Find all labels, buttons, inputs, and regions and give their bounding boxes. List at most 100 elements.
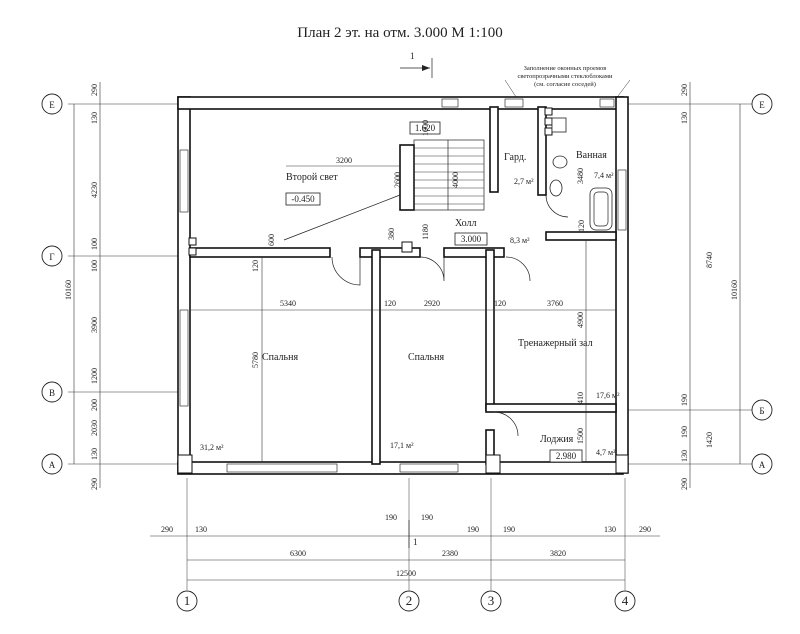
axis-label-E-right: Е: [759, 100, 765, 110]
bathtub-icon: [589, 187, 613, 231]
interior-walls: [189, 106, 617, 465]
dim-right-1: 290: [680, 84, 689, 96]
axis-label-G-left: Г: [49, 252, 54, 262]
section-label-top: 1: [410, 51, 415, 61]
interior-dims: 3200 1000 2600 4000 600 1180 380 120 120…: [190, 120, 616, 462]
dim-bottom-main-1: 6300: [290, 549, 306, 558]
area-bathroom: 7,4 м²: [594, 171, 614, 180]
stair: [283, 139, 485, 241]
dim-left-3: 4230: [90, 182, 99, 198]
axis-label-2: 2: [406, 593, 413, 608]
axis-bubbles-bottom: 1 2 3 4: [176, 590, 636, 612]
dim-bottom-total: 12500: [396, 569, 416, 578]
toilet-icon: [549, 179, 563, 197]
dim-bottom-7: 130: [604, 525, 616, 534]
axis-label-1: 1: [184, 593, 191, 608]
dim-int-2920: 2920: [424, 299, 440, 308]
room-bedroom-1: Спальня: [262, 352, 298, 363]
dim-bottom-5: 190: [467, 525, 479, 534]
plan-title: План 2 эт. на отм. 3.000 М 1:100: [297, 25, 502, 41]
dim-right-5: 190: [680, 426, 689, 438]
section-mark-top: 1: [400, 51, 433, 78]
dim-bottom-4: 190: [421, 513, 433, 522]
dim-right-4: 190: [680, 394, 689, 406]
level-stair-landing: 1.620: [415, 123, 436, 133]
level-hall: 3.000: [461, 234, 482, 244]
dim-left-7: 1200: [90, 368, 99, 384]
dim-int-2600: 2600: [393, 172, 402, 188]
dim-bottom-main-2: 2380: [442, 549, 458, 558]
area-hall: 8,3 м²: [510, 236, 530, 245]
dim-bottom-3: 190: [385, 513, 397, 522]
area-bedroom-1: 31,2 м²: [200, 443, 224, 452]
axis-label-A-right: А: [759, 460, 766, 470]
axis-label-B-right: Б: [759, 406, 764, 416]
dim-bottom-6: 190: [503, 525, 515, 534]
room-labels: Второй свет -0.450 1.620 Холл 3.000 8,3 …: [200, 121, 620, 463]
axis-bubbles-left: Е Г В А: [41, 93, 63, 475]
area-loggia: 4,7 м²: [596, 448, 616, 457]
dim-int-5340: 5340: [280, 299, 296, 308]
window-note-line-2: светопрозрачными стеклоблоками: [518, 73, 614, 80]
dim-int-3480: 3480: [576, 168, 585, 184]
window-note-line-3: (см. согласие соседей): [534, 81, 596, 88]
dim-chain-right: 290 130 8740 190 190 1420 130 290 10160: [680, 82, 741, 490]
dim-int-120-b: 120: [577, 220, 586, 232]
room-bathroom: Ванная: [576, 150, 607, 161]
dim-left-6: 3900: [90, 317, 99, 333]
bath-fixtures: [549, 117, 613, 231]
dim-int-1500: 1500: [576, 428, 585, 444]
dim-int-4900: 4900: [576, 312, 585, 328]
dim-int-1180: 1180: [421, 224, 430, 240]
dim-left-total: 10160: [64, 280, 73, 300]
dim-int-3760: 3760: [547, 299, 563, 308]
room-hall: Холл: [455, 218, 476, 229]
axis-bubbles-right: Е Б А: [751, 93, 773, 475]
dim-int-5780: 5780: [251, 352, 260, 368]
dim-left-8: 200: [90, 399, 99, 411]
dim-int-600: 600: [267, 234, 276, 246]
room-bedroom-2: Спальня: [408, 352, 444, 363]
dim-chain-bottom: 290 130 190 190 190 190 130 290 6300 238…: [150, 513, 660, 581]
dim-left-9: 2030: [90, 420, 99, 436]
axis-label-A-left: А: [49, 460, 56, 470]
dim-int-120-c: 120: [384, 299, 396, 308]
dim-bottom-main-3: 3820: [550, 549, 566, 558]
dim-left-2: 130: [90, 112, 99, 124]
dim-right-7: 130: [680, 450, 689, 462]
room-gym: Тренажерный зал: [518, 338, 593, 349]
dim-int-4000: 4000: [451, 172, 460, 188]
dim-bottom-8: 290: [639, 525, 651, 534]
dim-bottom-1: 290: [161, 525, 173, 534]
dim-int-380: 380: [387, 228, 396, 240]
dim-int-1000: 1000: [421, 120, 430, 136]
dim-int-120-a: 120: [251, 260, 260, 272]
dim-right-3: 8740: [705, 252, 714, 268]
dim-left-11: 290: [90, 478, 99, 490]
room-loggia: Лоджия: [540, 434, 574, 445]
dim-left-10: 130: [90, 448, 99, 460]
dim-left-5: 100: [90, 260, 99, 272]
dim-right-2: 130: [680, 112, 689, 124]
level-second-light: -0.450: [291, 194, 315, 204]
room-wardrobe: Гард.: [504, 152, 526, 163]
windows: [179, 98, 627, 473]
dim-int-120-d: 120: [494, 299, 506, 308]
dim-chain-left: 290 130 4230 100 100 3900 1200 200 2030 …: [64, 82, 101, 490]
window-note-line-1: Заполнение оконных проемов: [524, 65, 607, 72]
dim-left-4: 100: [90, 238, 99, 250]
area-bedroom-2: 17,1 м²: [390, 441, 414, 450]
axis-label-4: 4: [622, 593, 629, 608]
section-mark-bottom: 1: [408, 520, 418, 548]
dim-int-410: 410: [576, 392, 585, 404]
axis-label-V-left: В: [49, 388, 55, 398]
washbasin-icon: [552, 155, 568, 169]
dim-right-8: 290: [680, 478, 689, 490]
area-wardrobe: 2,7 м²: [514, 177, 534, 186]
door-swings: [331, 194, 569, 437]
dim-right-6: 1420: [705, 432, 714, 448]
window-note: Заполнение оконных проемов светопрозрачн…: [504, 65, 631, 101]
level-loggia: 2.980: [556, 451, 577, 461]
dim-right-total: 10160: [730, 280, 739, 300]
